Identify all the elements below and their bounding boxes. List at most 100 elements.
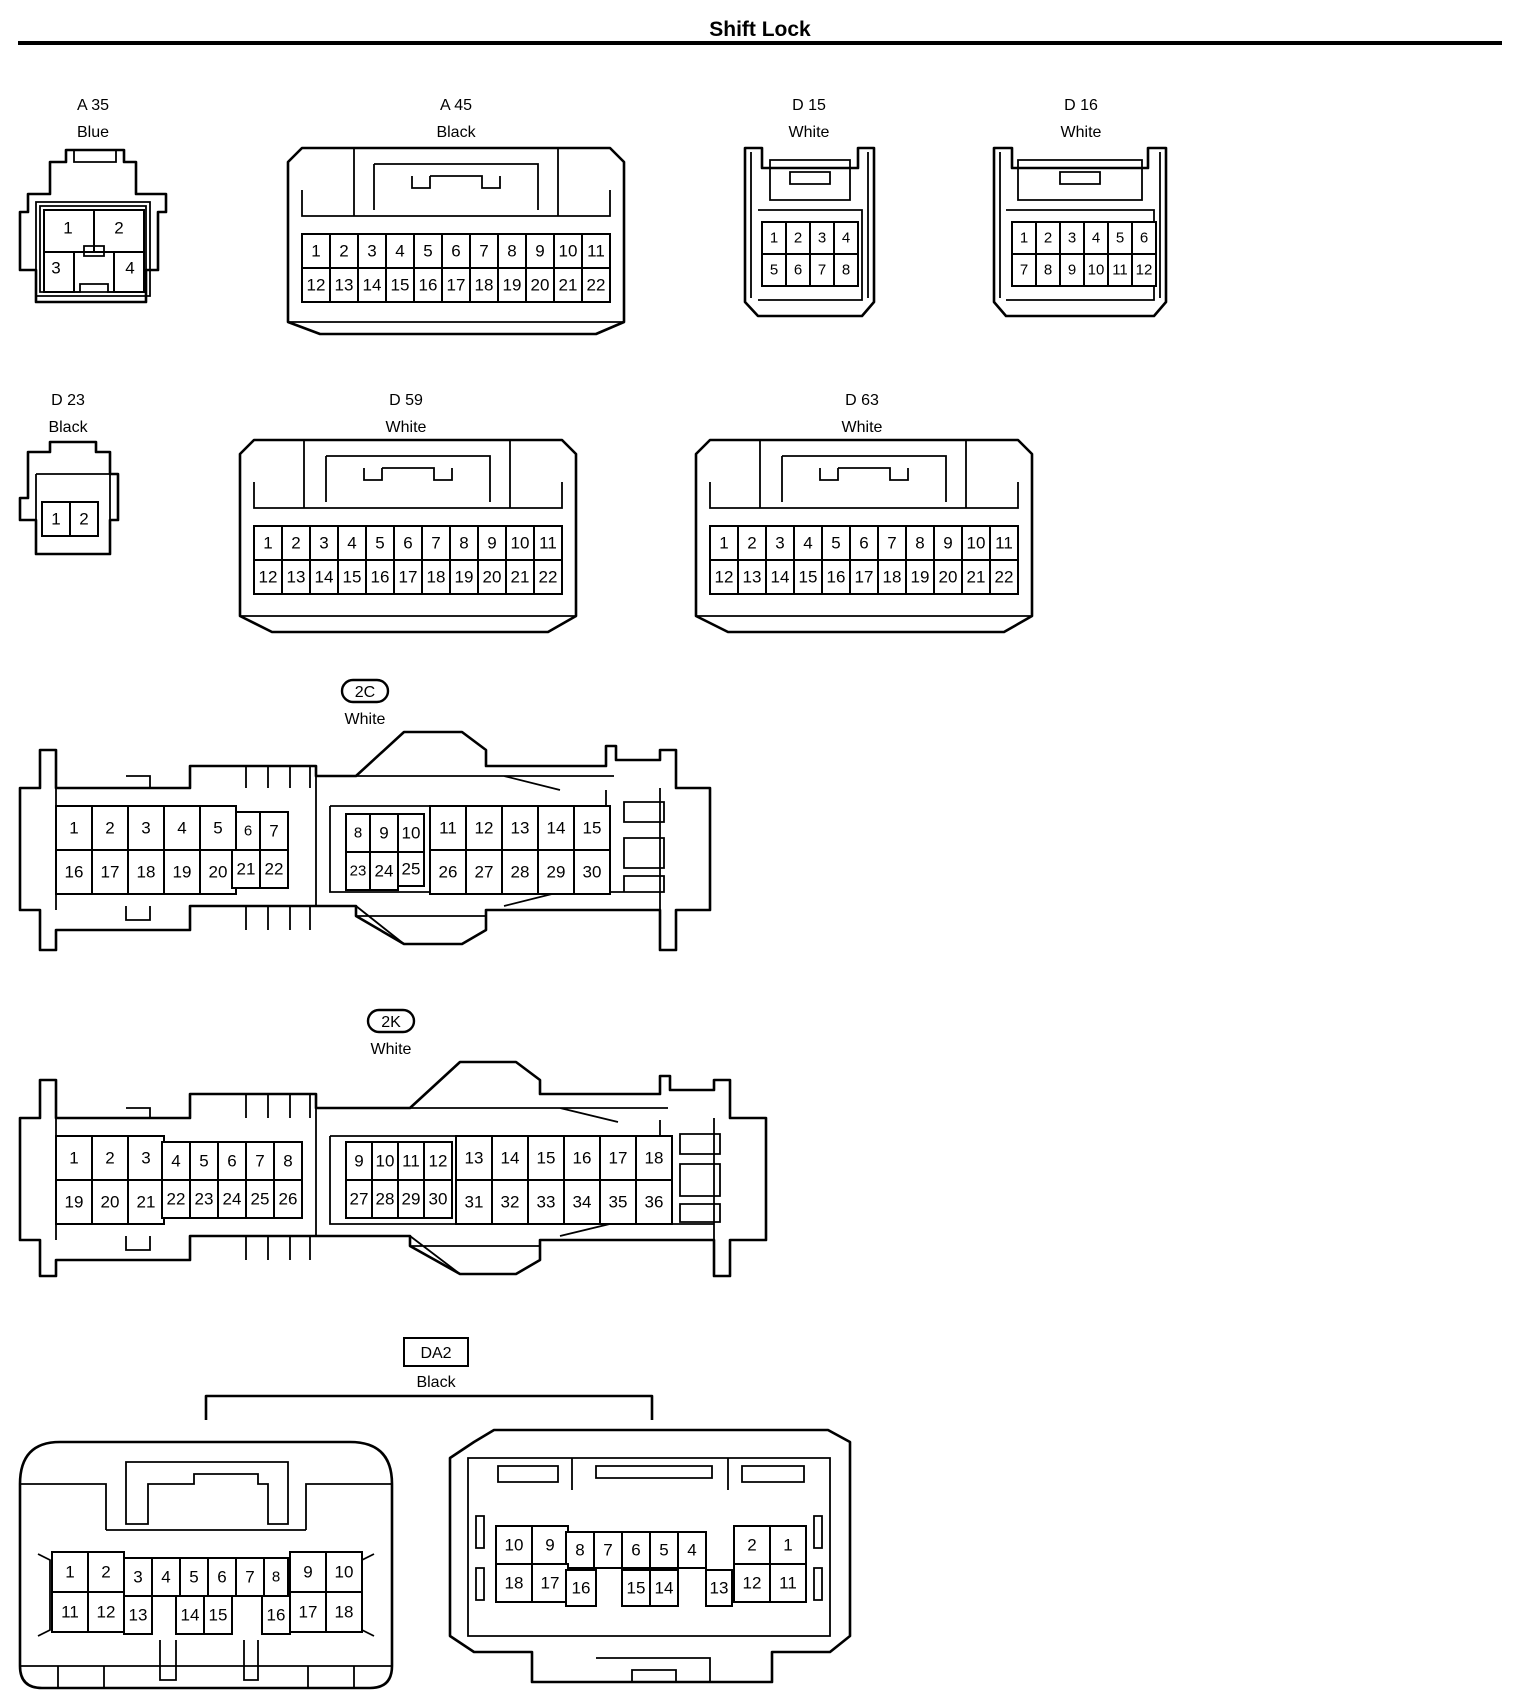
connector-d23-pin-2: 2 bbox=[79, 510, 88, 529]
connector-a45-pin-12: 12 bbox=[307, 276, 326, 295]
connector-d23-id: D 23 bbox=[51, 392, 85, 409]
connector-2c-pin-cell bbox=[199, 849, 237, 895]
connector-2k-pin-cell bbox=[635, 1179, 673, 1225]
connector-d59-pin-cell bbox=[365, 559, 395, 595]
connector-2c-pin-21: 21 bbox=[237, 860, 256, 879]
connector-2c-pin-cell bbox=[163, 849, 201, 895]
connector-a35-pin-cell bbox=[43, 251, 75, 293]
connector-d16-pin-5: 5 bbox=[1116, 230, 1124, 247]
connector-da2-pin-6: 6 bbox=[217, 1568, 226, 1587]
connector-2k-pin-19: 19 bbox=[65, 1193, 84, 1212]
connector-d15-pin-8: 8 bbox=[842, 262, 850, 279]
connector-d59-pin-5: 5 bbox=[375, 534, 384, 553]
connector-2c-pin-cell bbox=[163, 805, 201, 851]
connector-a45-pin-16: 16 bbox=[419, 276, 438, 295]
connector-d59-pin-9: 9 bbox=[487, 534, 496, 553]
connector-da2-pin-cell bbox=[203, 1595, 233, 1635]
connector-2k-pin-3: 3 bbox=[141, 1149, 150, 1168]
connector-d59-color: White bbox=[386, 419, 427, 436]
connector-da2-id: DA2 bbox=[420, 1345, 451, 1362]
connector-da2-pin-cell bbox=[769, 1563, 807, 1603]
connector-a45-pin-21: 21 bbox=[559, 276, 578, 295]
connector-da2-pin-cell bbox=[495, 1563, 533, 1603]
connector-d63-pin-9: 9 bbox=[943, 534, 952, 553]
connector-d16-housing bbox=[992, 146, 1168, 318]
connector-d59-pin-21: 21 bbox=[511, 568, 530, 587]
connector-2c-pin-30: 30 bbox=[583, 863, 602, 882]
connector-2c-pin-20: 20 bbox=[209, 863, 228, 882]
connector-a45-pin-8: 8 bbox=[507, 242, 516, 261]
connector-d15-pin-cell bbox=[785, 253, 811, 287]
connector-d59-pin-cell bbox=[253, 525, 283, 561]
connector-2k-pin-30: 30 bbox=[429, 1190, 448, 1209]
connector-2k-pin-cell bbox=[635, 1135, 673, 1181]
connector-2k-pin-34: 34 bbox=[573, 1193, 592, 1212]
connector-2c-pin-3: 3 bbox=[141, 819, 150, 838]
connector-da2-pin-cell bbox=[733, 1563, 771, 1603]
connector-d59-pin-10: 10 bbox=[511, 534, 530, 553]
connector-da2-pin-cell bbox=[151, 1557, 181, 1597]
connector-d23-color: Black bbox=[48, 419, 88, 436]
connector-da2-pin-14: 14 bbox=[655, 1579, 674, 1598]
connector-da2-pin-cell bbox=[325, 1591, 363, 1633]
connector-d59-pin-cell bbox=[421, 525, 451, 561]
connector-d63-pin-cell bbox=[821, 559, 851, 595]
connector-a45-pin-cell bbox=[581, 267, 611, 303]
connector-d59-id: D 59 bbox=[389, 392, 423, 409]
connector-2c-pin-cell bbox=[397, 851, 425, 887]
connector-da2-bracket bbox=[204, 1394, 654, 1420]
connector-2k-pin-1: 1 bbox=[69, 1149, 78, 1168]
connector-d59-pin-22: 22 bbox=[539, 568, 558, 587]
connector-2k-pin-cell bbox=[273, 1179, 303, 1219]
connector-2k-pin-21: 21 bbox=[137, 1193, 156, 1212]
connector-d63-pin-cell bbox=[765, 559, 795, 595]
connector-2c-pin-cell bbox=[259, 811, 289, 851]
connector-2c-pin-29: 29 bbox=[547, 863, 566, 882]
connector-a45-pin-13: 13 bbox=[335, 276, 354, 295]
connector-2c-pin-9: 9 bbox=[379, 824, 388, 843]
connector-2c-pin-12: 12 bbox=[475, 819, 494, 838]
connector-d63-pin-16: 16 bbox=[827, 568, 846, 587]
connector-a45-color: Black bbox=[436, 124, 476, 141]
connector-2c-pin-18: 18 bbox=[137, 863, 156, 882]
connector-2c-pin-16: 16 bbox=[65, 863, 84, 882]
connector-d63-pin-cell bbox=[933, 525, 963, 561]
connector-2k-pin-cell bbox=[189, 1179, 219, 1219]
connector-2c-pin-cell bbox=[369, 813, 399, 853]
connector-a45-pin-1: 1 bbox=[311, 242, 320, 261]
connector-2k-pin-cell bbox=[217, 1141, 247, 1181]
connector-a45-pin-cell bbox=[581, 233, 611, 269]
connector-2k-pin-cell bbox=[491, 1179, 529, 1225]
connector-d63-pin-15: 15 bbox=[799, 568, 818, 587]
connector-da2-left-detail bbox=[20, 1461, 392, 1688]
connector-2k-pin-28: 28 bbox=[376, 1190, 395, 1209]
connector-2k-pin-2: 2 bbox=[105, 1149, 114, 1168]
connector-a35-pin-3: 3 bbox=[51, 259, 60, 278]
connector-d63-pin-3: 3 bbox=[775, 534, 784, 553]
connector-a45-pin-4: 4 bbox=[395, 242, 404, 261]
connector-da2-pin-17: 17 bbox=[541, 1574, 560, 1593]
connector-a35: A 35 Blue 1 2 3 4 bbox=[18, 97, 168, 304]
connector-da2-pin-12: 12 bbox=[743, 1574, 762, 1593]
connector-2k-pin-6: 6 bbox=[227, 1152, 236, 1171]
connector-d59-pin-cell bbox=[477, 559, 507, 595]
connector-da2-pin-15: 15 bbox=[209, 1606, 228, 1625]
connector-da2-pin-cell bbox=[769, 1525, 807, 1565]
connector-2c-pin-17: 17 bbox=[101, 863, 120, 882]
connector-2c-pin-10: 10 bbox=[402, 824, 421, 843]
connector-da2-pin-cell bbox=[289, 1551, 327, 1593]
connector-d59-pin-cell bbox=[449, 525, 479, 561]
connector-2k-pin-cell bbox=[127, 1179, 165, 1225]
connector-da2-pin-2: 2 bbox=[747, 1536, 756, 1555]
connector-da2-pin-11: 11 bbox=[61, 1603, 79, 1622]
connector-2c-pin-cell bbox=[397, 813, 425, 853]
connector-a45-pin-cell bbox=[553, 233, 583, 269]
connector-d59-latch bbox=[240, 440, 576, 617]
